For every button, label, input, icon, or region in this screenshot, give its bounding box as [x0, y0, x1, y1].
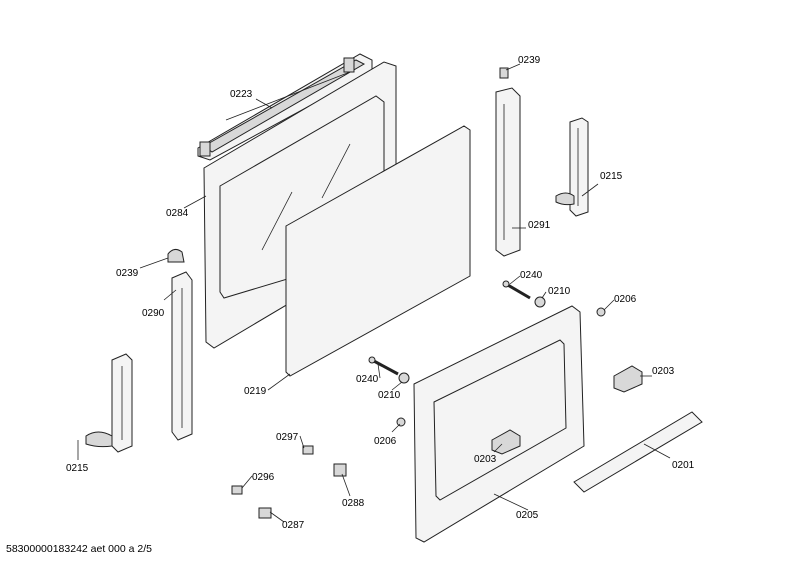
- label-0297: 0297: [276, 432, 299, 443]
- label-0239-top: 0239: [518, 55, 541, 66]
- part-0290-left-rail: [171, 271, 193, 441]
- document-footer: 58300000183242 aet 000 a 2/5: [6, 543, 152, 555]
- label-0205: 0205: [516, 510, 539, 521]
- part-0287-clip: [258, 507, 272, 519]
- label-0288: 0288: [342, 498, 365, 509]
- part-0206-washer-right: [596, 307, 606, 317]
- part-0205-outer-door: [413, 305, 585, 543]
- part-0215-hinge-right: [555, 117, 589, 217]
- part-0239-clip-left: [167, 248, 185, 263]
- part-0240-screw-left: [368, 356, 399, 376]
- part-0206-washer-left: [396, 417, 406, 427]
- label-0201: 0201: [672, 460, 695, 471]
- part-0291-right-rail: [495, 87, 521, 257]
- label-0215-top: 0215: [600, 171, 623, 182]
- part-0296-clip: [231, 485, 243, 495]
- label-0203-right: 0203: [652, 366, 675, 377]
- part-0203-handle-bracket-door: [491, 429, 521, 455]
- label-0206-right: 0206: [614, 294, 637, 305]
- part-0201-handle-bar: [573, 411, 703, 493]
- part-0240-screw-right: [502, 280, 531, 300]
- part-0239-clip-right: [499, 67, 509, 79]
- leader-lines: [77, 63, 671, 523]
- label-0219: 0219: [244, 386, 267, 397]
- label-0296: 0296: [252, 472, 275, 483]
- label-0239-left: 0239: [116, 268, 139, 279]
- label-0287: 0287: [282, 520, 305, 531]
- part-0297-clip: [302, 445, 314, 455]
- label-0203-door: 0203: [474, 454, 497, 465]
- label-0290: 0290: [142, 308, 165, 319]
- label-0223: 0223: [230, 89, 253, 100]
- part-0288-clip: [333, 463, 347, 477]
- part-0223-top-rail: [197, 53, 373, 161]
- part-0215-hinge-left: [85, 353, 133, 453]
- label-0206-left: 0206: [374, 436, 397, 447]
- part-0210-nut-left: [398, 372, 410, 384]
- label-0240-left: 0240: [356, 374, 379, 385]
- part-0203-handle-bracket: [613, 365, 643, 393]
- label-0284: 0284: [166, 208, 189, 219]
- label-0240-right: 0240: [520, 270, 543, 281]
- label-0215-bottom: 0215: [66, 463, 89, 474]
- label-0210-left: 0210: [378, 390, 401, 401]
- part-0219-glass-pane: [285, 125, 471, 377]
- part-0210-nut-right: [534, 296, 546, 308]
- label-0210-right: 0210: [548, 286, 571, 297]
- label-0291: 0291: [528, 220, 551, 231]
